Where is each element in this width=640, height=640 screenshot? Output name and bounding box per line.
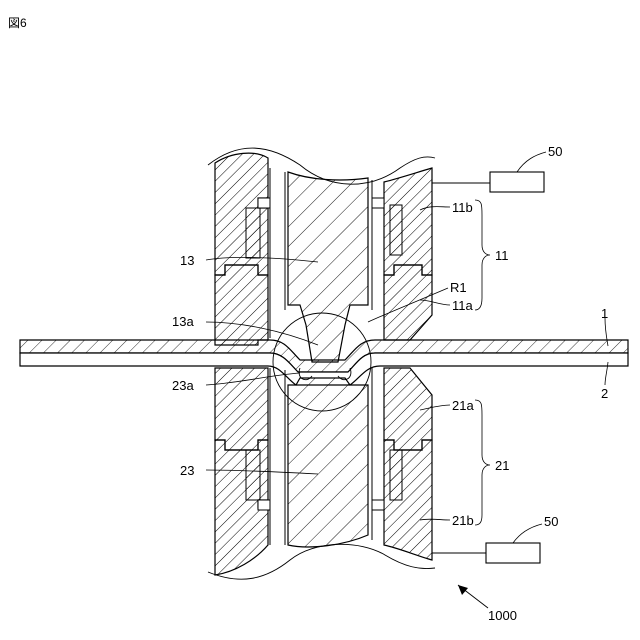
label-upper-holder: 11	[495, 248, 509, 263]
label-upper-holder-outer: 11b	[452, 200, 473, 215]
figure-title: 図6	[8, 16, 27, 30]
label-lower-punch-tip: 23a	[172, 378, 194, 393]
upper-gap-right	[372, 198, 384, 208]
lower-holder-left-top	[215, 368, 268, 450]
lower-insert-left	[246, 450, 260, 500]
label-lower-punch: 23	[180, 463, 194, 478]
upper-insert-left	[246, 208, 260, 258]
upper-insert-right	[390, 205, 402, 255]
label-lower-controller: 50	[544, 514, 558, 529]
label-apparatus: 1000	[488, 608, 517, 623]
label-lower-holder-inner: 21a	[452, 398, 474, 413]
lower-tool	[208, 368, 540, 579]
lower-insert-right	[390, 450, 402, 500]
lower-gap-right	[372, 500, 384, 510]
upper-tool	[208, 148, 544, 362]
upper-punch	[288, 172, 368, 362]
lower-punch	[288, 378, 368, 547]
label-region: R1	[450, 280, 467, 295]
upper-gap-left	[258, 198, 270, 208]
label-lower-holder-outer: 21b	[452, 513, 474, 528]
upper-holder-left-bottom	[215, 265, 268, 345]
label-lower-holder: 21	[495, 458, 509, 473]
label-upper-punch: 13	[180, 253, 194, 268]
upper-holder-right-bottom	[384, 265, 432, 340]
label-upper-controller: 50	[548, 144, 562, 159]
upper-controller-box	[490, 172, 544, 192]
label-sheet-top: 1	[601, 306, 608, 321]
label-sheet-bottom: 2	[601, 386, 608, 401]
label-upper-punch-tip: 13a	[172, 314, 194, 329]
label-upper-holder-inner: 11a	[452, 298, 473, 313]
lower-gap-left	[258, 500, 270, 510]
lower-controller-box	[486, 543, 540, 563]
